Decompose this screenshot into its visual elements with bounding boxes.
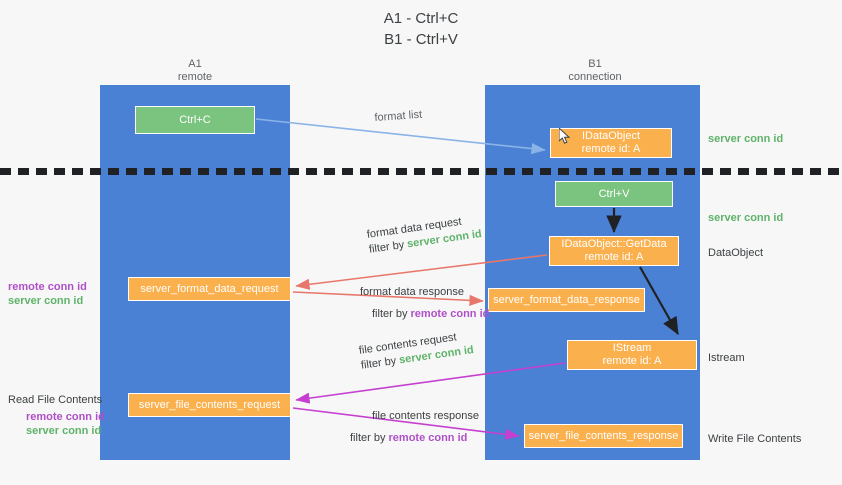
filter-value-remote-conn-id: remote conn id — [388, 432, 468, 444]
box-istream-line1: IStream — [612, 342, 652, 354]
label-file-contents-response-filter: filter by remote conn id — [350, 431, 479, 445]
box-ctrl-c-label: Ctrl+C — [179, 113, 211, 126]
box-idataobject-line1: IDataObject — [581, 130, 641, 142]
box-ctrl-c[interactable]: Ctrl+C — [135, 106, 255, 134]
column-a1-role: remote — [177, 71, 213, 83]
box-server-format-data-request-label: server_format_data_request — [140, 282, 279, 295]
annotation-server-conn-id-1: server conn id — [708, 133, 784, 145]
column-header-b1: B1 connection — [520, 58, 670, 84]
annotation-group-conn-ids: remote conn id server conn id — [8, 280, 87, 308]
box-getdata-line2: remote id: A — [584, 251, 644, 263]
annotation-istream: Istream — [708, 352, 745, 364]
page-title: A1 - Ctrl+C B1 - Ctrl+V — [0, 8, 842, 50]
box-server-format-data-request[interactable]: server_format_data_request — [128, 277, 291, 301]
box-idataobject-line2: remote id: A — [581, 143, 641, 155]
box-server-file-contents-request-label: server_file_contents_request — [138, 398, 281, 411]
annotation-server-conn-id-3: server conn id — [8, 295, 84, 307]
label-format-data-response: format data response filter by remote co… — [360, 285, 489, 321]
label-format-list: format list — [374, 108, 423, 124]
box-server-format-data-response-label: server_format_data_response — [493, 293, 640, 306]
column-header-a1: A1 remote — [120, 58, 270, 84]
title-line-2: B1 - Ctrl+V — [384, 31, 458, 48]
box-getdata[interactable]: IDataObject::GetData remote id: A — [549, 236, 679, 266]
box-idataobject[interactable]: IDataObject remote id: A — [550, 128, 672, 158]
label-file-contents-request: file contents request filter by server c… — [358, 328, 475, 373]
box-ctrl-v-label: Ctrl+V — [598, 187, 630, 200]
annotation-server-conn-id-2: server conn id — [708, 212, 784, 224]
box-server-file-contents-response[interactable]: server_file_contents_response — [524, 424, 683, 448]
title-line-1: A1 - Ctrl+C — [383, 10, 459, 27]
annotation-group-read-file-contents: Read File Contents remote conn id server… — [8, 393, 105, 438]
annotation-write-file-contents: Write File Contents — [708, 433, 802, 445]
column-b1-name: B1 — [588, 58, 602, 70]
box-server-file-contents-request[interactable]: server_file_contents_request — [128, 393, 291, 417]
annotation-server-conn-id-4: server conn id — [26, 425, 102, 437]
label-file-contents-response: file contents response filter by remote … — [350, 409, 480, 445]
annotation-remote-conn-id-2: remote conn id — [26, 411, 105, 423]
box-istream-line2: remote id: A — [602, 355, 662, 367]
column-b1-role: connection — [568, 71, 622, 83]
filter-prefix: filter by — [368, 238, 409, 256]
filter-value-remote-conn-id: remote conn id — [410, 308, 490, 320]
box-server-format-data-response[interactable]: server_format_data_response — [488, 288, 645, 312]
label-format-data-request: format data request filter by server con… — [366, 212, 483, 257]
phase-divider — [0, 168, 842, 175]
box-server-file-contents-response-label: server_file_contents_response — [528, 429, 679, 442]
column-a1-name: A1 — [188, 58, 202, 70]
box-getdata-line1: IDataObject::GetData — [561, 238, 667, 250]
box-ctrl-v[interactable]: Ctrl+V — [555, 181, 673, 207]
filter-prefix: filter by — [372, 308, 411, 320]
label-format-data-response-filter: filter by remote conn id — [372, 307, 489, 321]
annotation-dataobject: DataObject — [708, 247, 764, 259]
filter-prefix: filter by — [360, 354, 401, 372]
filter-prefix: filter by — [350, 432, 389, 444]
label-file-contents-response-line1: file contents response — [372, 410, 480, 422]
box-istream[interactable]: IStream remote id: A — [567, 340, 697, 370]
annotation-remote-conn-id-1: remote conn id — [8, 281, 87, 293]
label-format-data-response-line1: format data response — [360, 286, 464, 298]
mouse-pointer-icon — [559, 128, 571, 144]
annotation-read-file-contents: Read File Contents — [8, 394, 103, 406]
